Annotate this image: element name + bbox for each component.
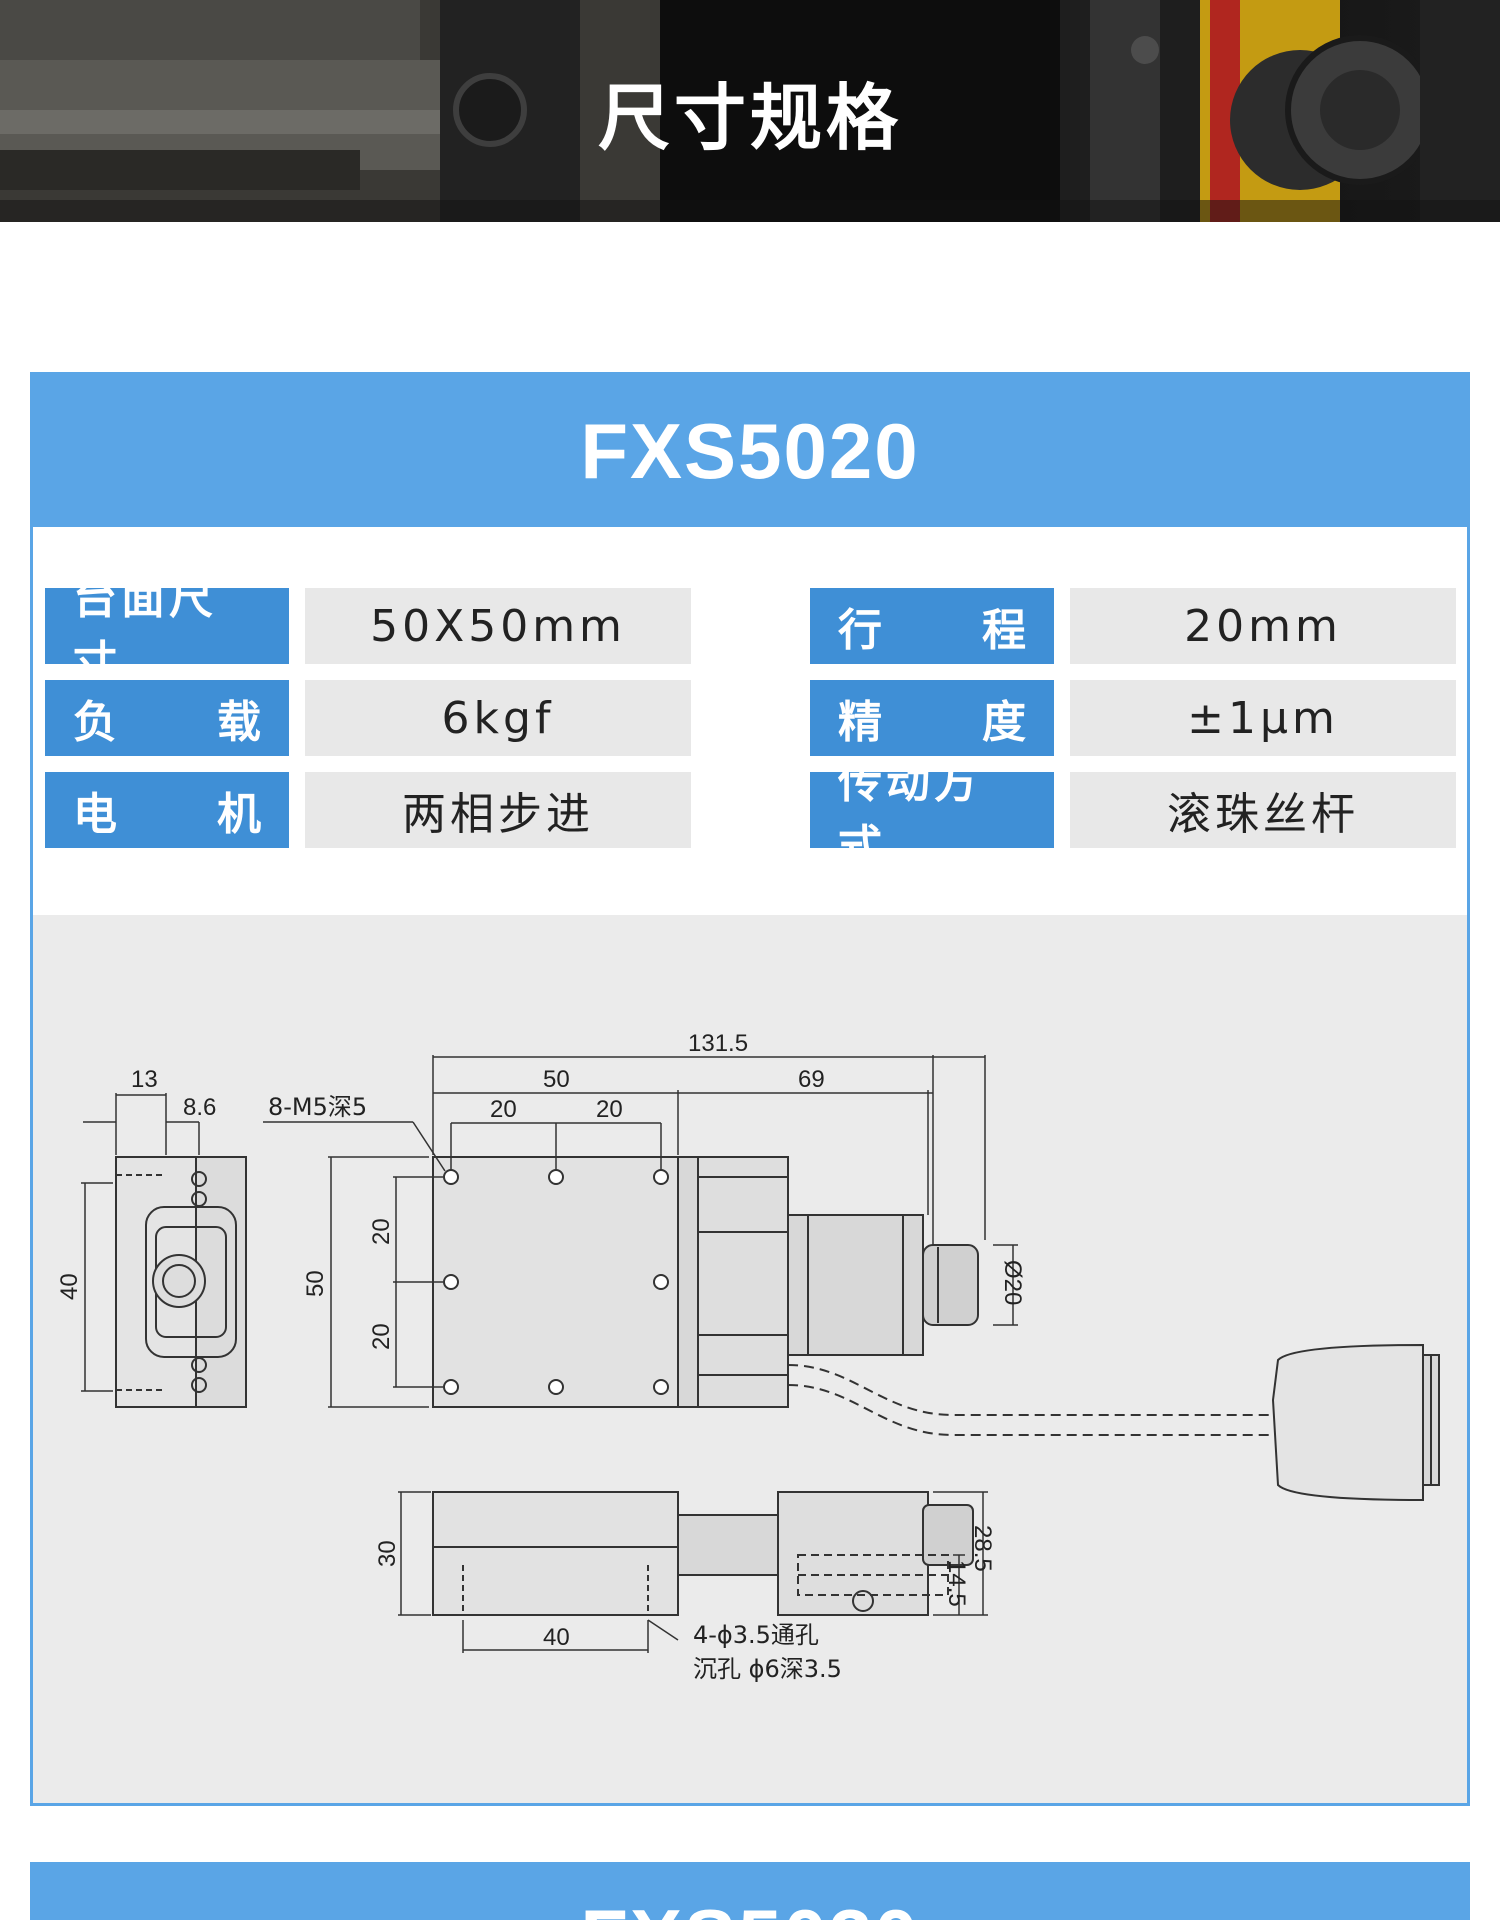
spec-label: 传动方式	[810, 757, 1054, 872]
dim-14-5: 14.5	[943, 1560, 970, 1607]
dim-69: 69	[798, 1066, 825, 1093]
spec-label-part: 程	[982, 605, 1026, 656]
product-model-title: FXS5020	[33, 375, 1467, 527]
next-product-card: FXS5030	[30, 1862, 1470, 1920]
dim-20-d: 20	[368, 1323, 395, 1350]
spec-label-part: 载	[217, 697, 261, 748]
spec-label: 行 程	[810, 588, 1054, 664]
front-view	[398, 1491, 988, 1653]
spec-label-part: 度	[982, 697, 1026, 748]
dim-50-top: 50	[543, 1066, 570, 1093]
spec-label: 台面尺寸	[45, 573, 289, 688]
hole-spec-counterbore: 沉孔 ϕ6深3.5	[693, 1655, 842, 1683]
dim-30: 30	[374, 1540, 401, 1567]
spec-value: 两相步进	[305, 772, 691, 848]
spec-label-part: 电	[73, 789, 117, 840]
dim-20-b: 20	[596, 1096, 623, 1123]
spec-value: ±1μm	[1070, 680, 1456, 756]
spec-label-part: 精	[838, 697, 882, 748]
end-view	[81, 1093, 247, 1408]
dim-20-diameter: Ø20	[999, 1260, 1026, 1305]
page-title: 尺寸规格	[597, 75, 902, 160]
spec-label: 精 度	[810, 680, 1054, 756]
dim-thread: 8-M5深5	[268, 1093, 367, 1121]
header-background-photo	[0, 0, 1500, 222]
dim-13: 13	[131, 1066, 158, 1093]
spec-row-travel: 行 程 20mm	[810, 588, 1460, 664]
product-card: FXS5020 台面尺寸 50X50mm 负 载 6kgf 电 机 两相步进 行…	[30, 372, 1470, 1806]
dim-40-side: 40	[56, 1273, 83, 1300]
spec-value: 滚珠丝杆	[1070, 772, 1456, 848]
top-view	[263, 1055, 1440, 1502]
spec-row-load: 负 载 6kgf	[45, 680, 735, 756]
dim-131-5: 131.5	[688, 1030, 748, 1057]
dim-20-a: 20	[490, 1096, 517, 1123]
technical-drawing-area: 13 8.6 40	[33, 915, 1467, 1803]
spec-value: 50X50mm	[305, 588, 691, 664]
spec-value: 20mm	[1070, 588, 1456, 664]
dim-50-side: 50	[302, 1270, 329, 1297]
dim-40-bottom: 40	[543, 1624, 570, 1651]
spec-label-part: 机	[217, 789, 261, 840]
dim-28-5: 28.5	[969, 1525, 996, 1572]
spec-value: 6kgf	[305, 680, 691, 756]
spec-row-drive: 传动方式 滚珠丝杆	[810, 757, 1460, 872]
spec-label-part: 负	[73, 697, 117, 748]
spec-row-table-size: 台面尺寸 50X50mm	[45, 573, 735, 688]
next-product-model-title: FXS5030	[30, 1892, 1470, 1920]
spec-row-motor: 电 机 两相步进	[45, 772, 735, 848]
spec-label: 负 载	[45, 680, 289, 756]
spec-label-part: 行	[838, 605, 882, 656]
header-banner: 尺寸规格	[0, 0, 1500, 222]
technical-drawing: 13 8.6 40	[56, 1030, 1440, 1683]
dim-8-6: 8.6	[183, 1094, 216, 1121]
spec-row-accuracy: 精 度 ±1μm	[810, 680, 1460, 756]
spec-label: 电 机	[45, 772, 289, 848]
dim-20-c: 20	[368, 1218, 395, 1245]
hole-spec-through: 4-ϕ3.5通孔	[693, 1621, 819, 1649]
